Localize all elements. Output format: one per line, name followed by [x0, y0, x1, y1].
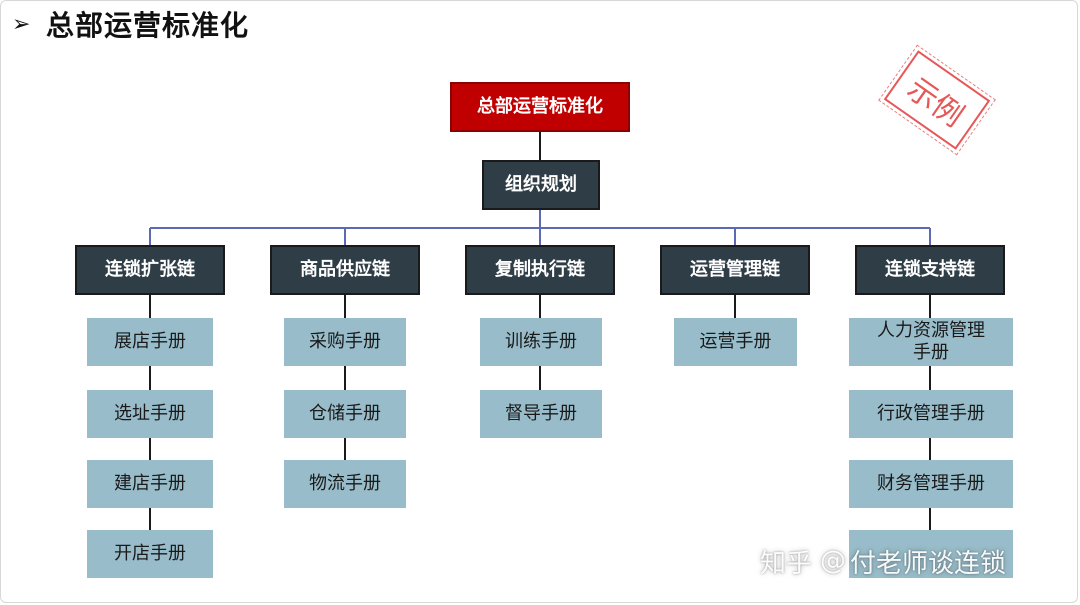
manual-node: 采购手册	[284, 318, 406, 366]
chain-node-expansion: 连锁扩张链	[75, 245, 225, 295]
manual-node: 开店手册	[87, 530, 213, 578]
manual-node: 行政管理手册	[849, 390, 1013, 438]
slide-heading: ➢ 总部运营标准化	[12, 4, 249, 44]
chain-node-support: 连锁支持链	[855, 245, 1005, 295]
manual-node: 督导手册	[480, 390, 602, 438]
manual-node: 建店手册	[87, 460, 213, 508]
manual-node: 运营手册	[674, 318, 797, 366]
chain-node-execution: 复制执行链	[465, 245, 615, 295]
watermark-handle: 付老师谈连锁	[850, 548, 1007, 579]
zhihu-watermark: 知乎 @ 付老师谈连锁	[760, 541, 1006, 581]
manual-node: 财务管理手册	[849, 460, 1013, 508]
org-planning-node: 组织规划	[482, 160, 600, 210]
manual-node: 物流手册	[284, 460, 406, 508]
root-node: 总部运营标准化	[450, 82, 630, 132]
manual-node: 选址手册	[87, 390, 213, 438]
chain-node-operations: 运营管理链	[660, 245, 810, 295]
at-icon: @	[820, 546, 847, 576]
manual-node: 仓储手册	[284, 390, 406, 438]
watermark-prefix: 知乎	[760, 548, 813, 579]
manual-node-obscured	[849, 530, 1013, 578]
manual-node: 人力资源管理手册	[849, 318, 1013, 366]
chain-node-supply: 商品供应链	[270, 245, 420, 295]
manual-node: 展店手册	[87, 318, 213, 366]
slide-title: 总部运营标准化	[46, 9, 250, 42]
arrow-right-icon: ➢	[12, 11, 31, 37]
manual-node: 训练手册	[480, 318, 602, 366]
